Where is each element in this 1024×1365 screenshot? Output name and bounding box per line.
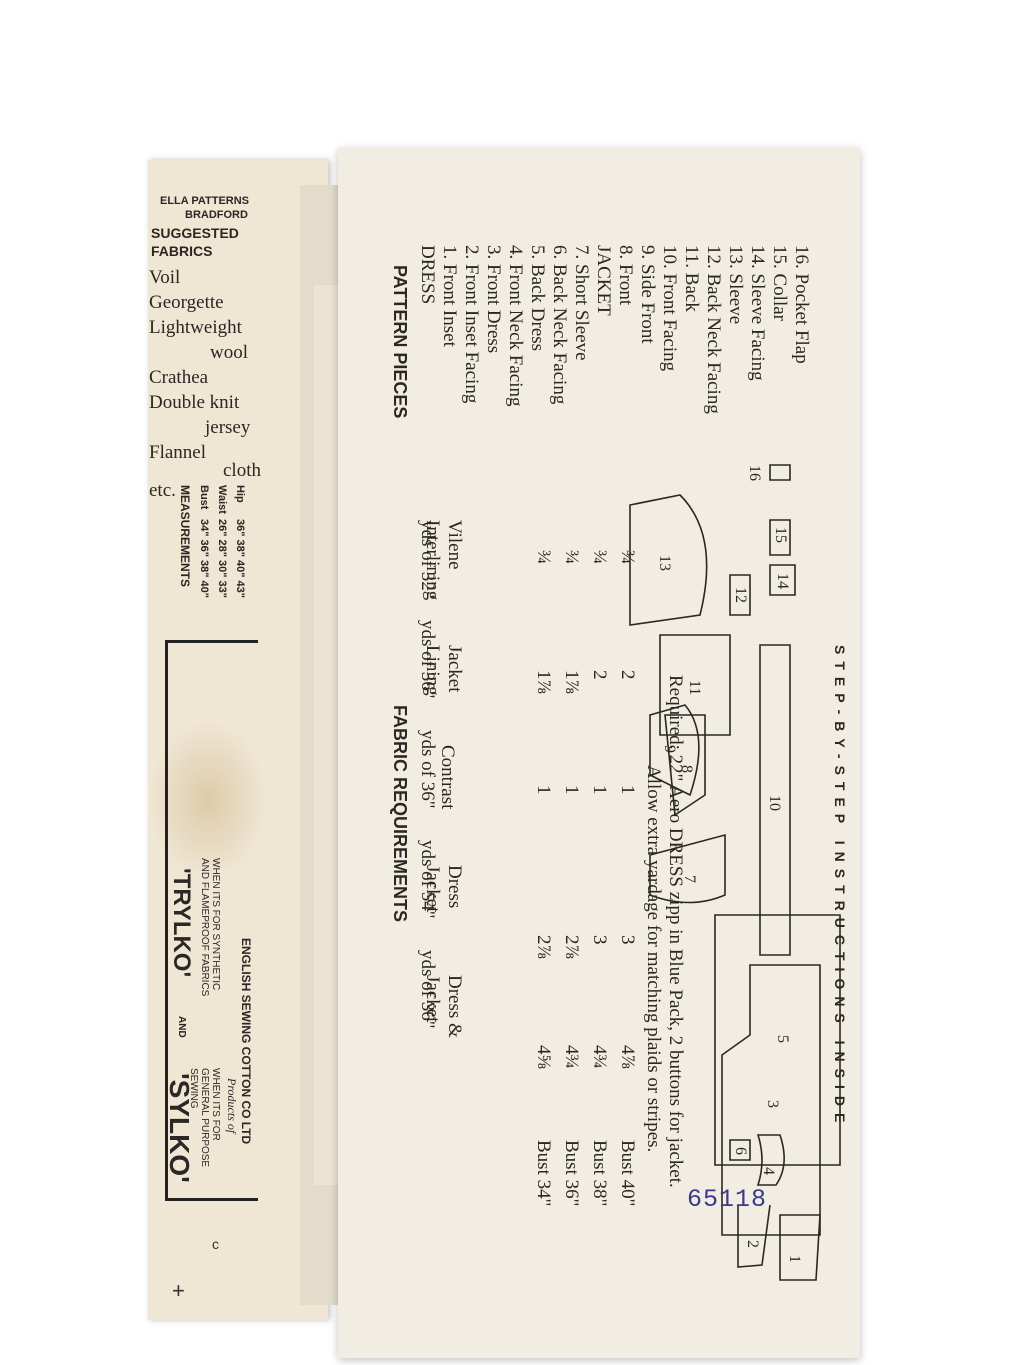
piece-7-shape xyxy=(649,833,726,904)
diagram-label-3: 3 xyxy=(764,1100,781,1108)
fabric-item: Crathea xyxy=(149,367,209,388)
diagram-label-9: 9 xyxy=(661,745,678,753)
pattern-back-content: PATTERN PIECES DRESS 1. Front Inset 2. F… xyxy=(370,175,850,1355)
fabric-item: Flannel xyxy=(149,442,206,463)
diagram-label-4: 4 xyxy=(760,1167,777,1175)
instructions-footer: STEP-BY-STEP INSTRUCTIONS INSIDE xyxy=(832,645,848,1130)
diagram-label-10: 10 xyxy=(766,795,783,811)
plus-mark: + xyxy=(172,1278,185,1303)
flap-header-2: BRADFORD xyxy=(185,209,248,221)
diagram-label-11: 11 xyxy=(686,680,703,695)
piece-11-shape xyxy=(659,634,731,736)
meas-label: Waist xyxy=(216,485,228,514)
piece-15-shape xyxy=(769,519,791,556)
fabric-item: jersey xyxy=(205,417,251,438)
diagram-label-2: 2 xyxy=(744,1240,761,1248)
fabric-item: etc. xyxy=(149,480,176,501)
piece-8-shape xyxy=(664,714,706,817)
corner-letter: c xyxy=(212,1236,219,1252)
pattern-number: 65118 xyxy=(687,1185,768,1214)
diagram-label-7: 7 xyxy=(681,875,698,883)
measurements-title: MEASUREMENTS xyxy=(178,485,192,588)
piece-12-shape xyxy=(729,574,751,616)
diagram-label-16: 16 xyxy=(746,465,763,481)
meas-values: 36" 38" 40" 43" xyxy=(234,519,246,598)
meas-label: Bust xyxy=(198,485,210,510)
fabric-item: Lightweight xyxy=(149,317,242,338)
piece-14-shape xyxy=(769,564,796,596)
meas-values: 26" 28" 30" 33" xyxy=(216,519,228,598)
diagram-label-14: 14 xyxy=(774,573,791,589)
piece-2-shape xyxy=(737,1204,771,1268)
meas-values: 34" 36" 38" 40" xyxy=(198,519,210,598)
piece-1-shape xyxy=(779,1214,821,1281)
diagram-label-1: 1 xyxy=(786,1255,803,1263)
envelope-flap xyxy=(148,160,328,1320)
piece-10-shape xyxy=(759,644,791,956)
diagram-label-15: 15 xyxy=(772,527,789,543)
fabrics-title: FABRICS xyxy=(151,243,213,259)
piece-6-shape xyxy=(729,1139,751,1161)
piece-4-shape xyxy=(756,1134,785,1186)
fabric-item: cloth xyxy=(223,460,261,481)
sylko-right-note: WHEN ITS FOR SYNTHETIC AND FLAMEPROOF FA… xyxy=(199,858,221,997)
fabric-item: Georgette xyxy=(149,292,224,313)
diagram-label-12: 12 xyxy=(732,587,749,603)
trylko-brand: 'TRYLKO' xyxy=(168,868,195,978)
piece-13-shape xyxy=(629,494,708,626)
fabric-item: Voil xyxy=(149,267,181,288)
stain xyxy=(148,720,268,880)
sylko-ad-box xyxy=(165,640,258,1201)
diagram-label-6: 6 xyxy=(732,1147,749,1155)
suggested-fabrics: ELLA PATTERNS BRADFORD SUGGESTED FABRICS… xyxy=(149,195,295,501)
piece-16-shape xyxy=(769,464,791,481)
fabric-item: Double knit xyxy=(149,392,240,413)
diagram-label-13: 13 xyxy=(656,555,673,571)
sylko-ad: 'SYLKO' AND 'TRYLKO' WHEN ITS FOR GENERA… xyxy=(164,648,255,1193)
products-of: Products of xyxy=(225,1078,239,1134)
diagram-label-5: 5 xyxy=(774,1035,791,1043)
suggested-title: SUGGESTED xyxy=(151,225,239,241)
piece-5-shape xyxy=(714,914,841,1166)
fabric-item: wool xyxy=(210,342,248,363)
piece-9-shape xyxy=(649,704,700,797)
diagram-label-8: 8 xyxy=(678,765,695,773)
flap-header-1: ELLA PATTERNS xyxy=(160,195,250,207)
sylko-left-note: WHEN ITS FOR GENERAL PURPOSE SEWING xyxy=(188,1068,221,1168)
pattern-pieces-diagram: 1 2 3 4 5 6 7 8 9 10 11 12 13 14 15 16 xyxy=(629,464,841,1281)
sylko-and: AND xyxy=(176,1016,187,1038)
meas-label: Hip xyxy=(234,485,246,503)
piece-3-shape xyxy=(721,964,821,1236)
sylko-maker: ENGLISH SEWING COTTON CO LTD xyxy=(239,938,253,1145)
envelope-back-sheet xyxy=(338,148,860,1358)
